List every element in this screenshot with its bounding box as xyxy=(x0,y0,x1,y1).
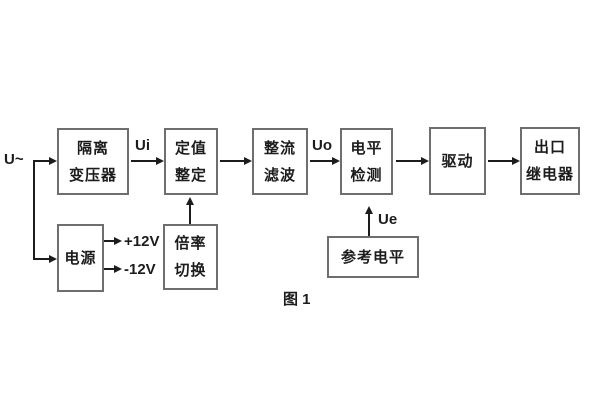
arrow-uo-line xyxy=(310,160,333,162)
label-uo: Uo xyxy=(312,137,332,154)
label-minus-12v: -12V xyxy=(124,261,156,278)
arrow-plus12-line xyxy=(104,240,115,242)
label-plus-12v: +12V xyxy=(124,233,160,250)
block-label: 倍率 xyxy=(174,235,207,252)
block-level-detect: 电平 检测 xyxy=(340,128,393,195)
arrow-ue-line xyxy=(368,213,370,236)
block-label: 出口 xyxy=(533,139,566,156)
block-label: 切换 xyxy=(174,262,207,279)
block-label: 参考电平 xyxy=(340,248,405,266)
block-power: 电源 xyxy=(57,224,104,292)
arrow-ui-head xyxy=(156,157,164,165)
arrow-power-head xyxy=(49,255,57,263)
block-outlet-relay: 出口 继电器 xyxy=(520,127,580,195)
arrow-ratio-to-setting-line xyxy=(189,204,191,224)
arrow-input-line xyxy=(33,160,50,162)
block-label: 电源 xyxy=(64,249,97,267)
arrow-minus12-head xyxy=(114,265,122,273)
block-reference-level: 参考电平 xyxy=(327,236,419,278)
block-label: 检测 xyxy=(350,166,383,184)
block-value-setting: 定值 整定 xyxy=(164,128,218,195)
block-ratio-switch: 倍率 切换 xyxy=(163,224,218,290)
block-label: 定值 xyxy=(174,139,207,157)
arrow-input-head xyxy=(49,157,57,165)
arrow-power-line xyxy=(33,258,50,260)
block-isolation-transformer: 隔离 变压器 xyxy=(57,128,129,195)
block-label: 隔离 xyxy=(76,139,109,157)
arrow-plus12-head xyxy=(114,237,122,245)
label-ui: Ui xyxy=(135,137,150,154)
block-drive: 驱动 xyxy=(429,127,486,195)
arrow-minus12-line xyxy=(104,268,115,270)
block-label: 变压器 xyxy=(68,166,117,184)
arrow-ui-line xyxy=(131,160,156,162)
block-label: 驱动 xyxy=(441,152,474,170)
block-label: 电平 xyxy=(350,139,383,157)
arrow-detect-to-drive-head xyxy=(421,157,429,165)
block-label: 整定 xyxy=(174,166,207,184)
arrow-ratio-to-setting-head xyxy=(186,197,194,205)
input-to-power-vline xyxy=(33,160,35,259)
arrow-setting-to-filter-head xyxy=(244,157,252,165)
label-ue: Ue xyxy=(378,211,398,228)
arrow-drive-to-relay-line xyxy=(488,160,513,162)
label-input-voltage: U~ xyxy=(4,151,24,168)
block-label: 整流 xyxy=(263,139,296,157)
block-rectify-filter: 整流 滤波 xyxy=(252,128,308,195)
block-label: 滤波 xyxy=(263,166,296,184)
block-label: 继电器 xyxy=(525,166,574,183)
arrow-detect-to-drive-line xyxy=(396,160,422,162)
figure-caption: 图 1 xyxy=(283,291,311,308)
arrow-ue-head xyxy=(365,206,373,214)
arrow-setting-to-filter-line xyxy=(220,160,245,162)
arrow-drive-to-relay-head xyxy=(512,157,520,165)
arrow-uo-head xyxy=(332,157,340,165)
